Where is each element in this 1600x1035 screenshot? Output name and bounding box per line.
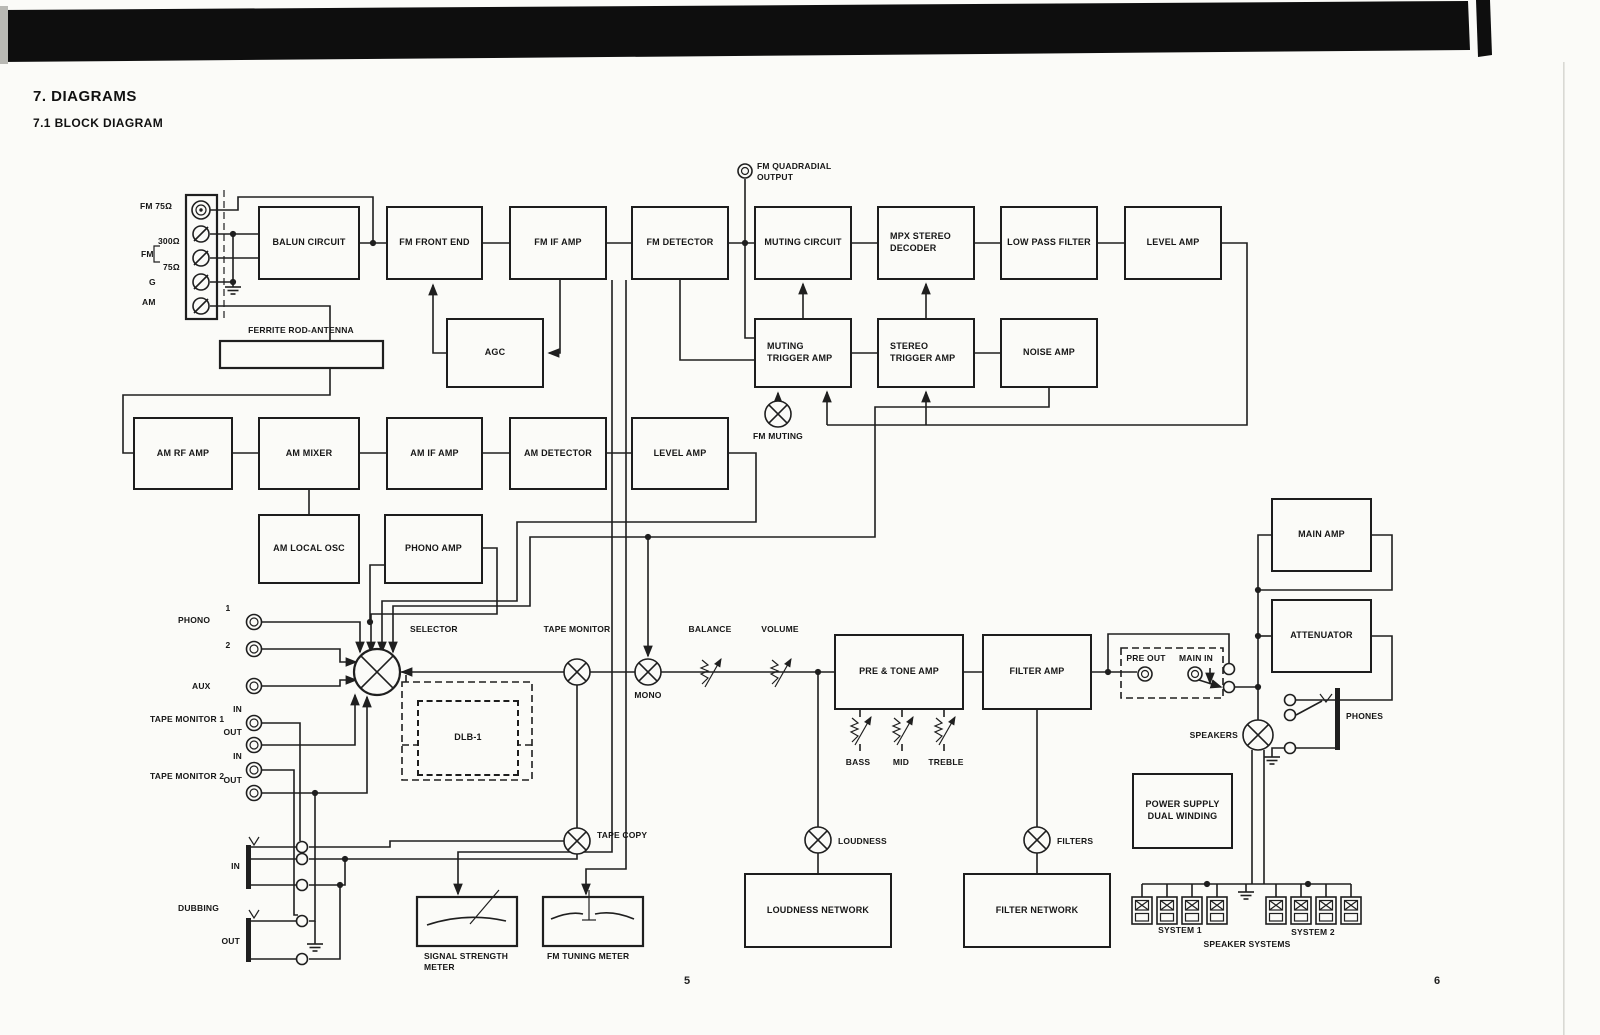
label-speaker-systems: SPEAKER SYSTEMS (1203, 939, 1291, 949)
block-stereo-trigger-amp: STEREO TRIGGER AMP (877, 318, 975, 388)
block-agc: AGC (446, 318, 544, 388)
block-am-local-osc: AM LOCAL OSC (258, 514, 360, 584)
block-phono-amp: PHONO AMP (384, 514, 483, 584)
label-tape-copy: TAPE COPY (597, 830, 648, 840)
block-am-mixer: AM MIXER (258, 417, 360, 490)
label-system-1: SYSTEM 1 (1158, 925, 1202, 935)
mono-switch-icon (634, 658, 662, 686)
label-system-2: SYSTEM 2 (1291, 927, 1335, 937)
balance-pot-icon (701, 659, 721, 687)
block-attenuator: ATTENUATOR (1271, 599, 1372, 673)
block-level-amp-fm: LEVEL AMP (1124, 206, 1222, 280)
fm-muting-switch-icon (764, 400, 792, 428)
label-dubbing-in: IN (231, 861, 240, 871)
page-number-left: 5 (684, 975, 691, 987)
label-loudness: LOUDNESS (838, 836, 887, 846)
label-tm2-in: IN (233, 751, 242, 761)
label-dubbing: DUBBING (178, 903, 220, 913)
label-fm-75ohm: FM 75Ω (140, 201, 173, 211)
block-main-amp: MAIN AMP (1271, 498, 1372, 572)
label-phones: PHONES (1346, 711, 1384, 721)
treble-pot-icon (935, 717, 955, 745)
mid-pot-icon (893, 717, 913, 745)
label-signal-strength-meter: METER (424, 962, 455, 972)
label-g-terminal: G (149, 277, 156, 287)
bass-pot-icon (851, 717, 871, 745)
label-fm-quadradial: FM QUADRADIAL (757, 161, 832, 171)
fm-quadradial-output-jack-icon (737, 163, 753, 179)
label-phono: PHONO (178, 615, 211, 625)
block-fm-front-end: FM FRONT END (386, 206, 483, 280)
block-noise-amp: NOISE AMP (1000, 318, 1098, 388)
block-am-rf-amp: AM RF AMP (133, 417, 233, 490)
label-dubbing-out: OUT (221, 936, 240, 946)
label-tm1-in: IN (233, 704, 242, 714)
block-level-amp-am: LEVEL AMP (631, 417, 729, 490)
loudness-switch-icon (804, 826, 832, 854)
main-in-jack-icon (1187, 666, 1203, 682)
label-am: AM (142, 297, 156, 307)
block-loudness-network: LOUDNESS NETWORK (744, 873, 892, 948)
speaker-icon (1131, 896, 1362, 925)
block-low-pass-filter: LOW PASS FILTER (1000, 206, 1098, 280)
page-banner (0, 0, 1565, 1035)
label-balance: BALANCE (688, 624, 732, 634)
label-phono-2: 2 (225, 640, 231, 650)
label-ferrite-rod-antenna: FERRITE ROD-ANTENNA (248, 325, 354, 335)
block-pre-tone-amp: PRE & TONE AMP (834, 634, 964, 710)
label-fm-tuning-meter: FM TUNING METER (547, 951, 630, 961)
subsection-title: 7.1 BLOCK DIAGRAM (33, 116, 164, 130)
speakers-switch-icon (1242, 719, 1274, 751)
label-aux: AUX (192, 681, 211, 691)
tape-copy-switch-icon (563, 827, 591, 855)
block-muting-circuit: MUTING CIRCUIT (754, 206, 852, 280)
block-fm-if-amp: FM IF AMP (509, 206, 607, 280)
label-signal-strength: SIGNAL STRENGTH (424, 951, 509, 961)
fm-tuning-meter-icon (541, 890, 645, 948)
block-mpx-stereo-decoder: MPX STEREO DECODER (877, 206, 975, 280)
block-balun-circuit: BALUN CIRCUIT (258, 206, 360, 280)
label-fm-muting: FM MUTING (753, 431, 803, 441)
label-selector: SELECTOR (410, 624, 458, 634)
label-75ohm: 75Ω (163, 262, 180, 272)
block-filter-network: FILTER NETWORK (963, 873, 1111, 948)
block-fm-detector: FM DETECTOR (631, 206, 729, 280)
filters-switch-icon (1023, 826, 1051, 854)
label-pre-out: PRE OUT (1126, 653, 1166, 663)
label-mid: MID (892, 757, 910, 767)
label-bass: BASS (845, 757, 871, 767)
label-phono-1: 1 (225, 603, 231, 613)
label-tape-monitor-1: TAPE MONITOR 1 (150, 714, 225, 724)
label-volume: VOLUME (761, 624, 799, 634)
label-speakers: SPEAKERS (1189, 730, 1238, 740)
ground-icon (224, 286, 1281, 952)
block-am-if-amp: AM IF AMP (386, 417, 483, 490)
page-number-right: 6 (1434, 975, 1441, 987)
block-muting-trigger-amp: MUTING TRIGGER AMP (754, 318, 852, 388)
block-power-supply: POWER SUPPLY DUAL WINDING (1132, 773, 1233, 849)
signal-strength-meter-icon (415, 889, 519, 948)
label-main-in: MAIN IN (1179, 653, 1213, 663)
volume-pot-icon (771, 659, 791, 687)
fm-75ohm-coax-terminal-icon (191, 200, 211, 220)
label-tape-monitor: TAPE MONITOR (543, 624, 611, 634)
label-tm1-out: OUT (223, 727, 242, 737)
label-300ohm: 300Ω (158, 236, 180, 246)
label-fm-quadradial-output: OUTPUT (757, 172, 794, 182)
label-tm2-out: OUT (223, 775, 242, 785)
block-filter-amp: FILTER AMP (982, 634, 1092, 710)
label-treble: TREBLE (928, 757, 964, 767)
pre-out-jack-icon (1137, 666, 1153, 682)
rear-input-jack-icon (245, 613, 263, 802)
block-dlb-1: DLB-1 (417, 700, 519, 776)
section-title: 7. DIAGRAMS (33, 88, 137, 105)
selector-switch-icon (352, 647, 402, 697)
block-am-detector: AM DETECTOR (509, 417, 607, 490)
tape-monitor-switch-icon (563, 658, 591, 686)
label-tape-monitor-2: TAPE MONITOR 2 (150, 771, 225, 781)
label-fm: FM (141, 249, 154, 259)
label-mono: MONO (634, 690, 662, 700)
label-filters: FILTERS (1057, 836, 1094, 846)
